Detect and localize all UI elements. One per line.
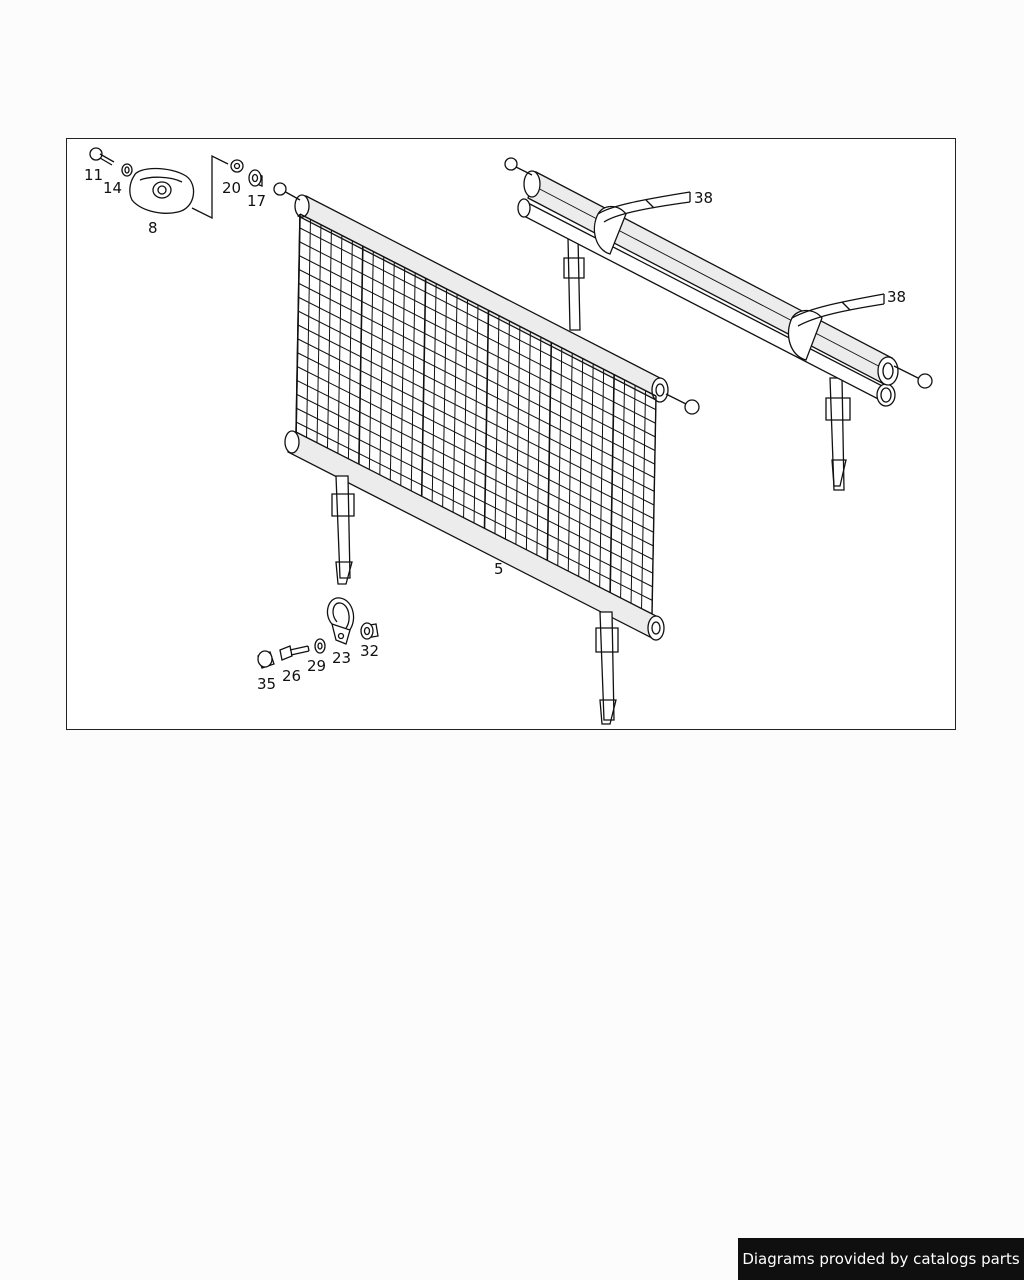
- mounting-hardware-bottom: [257, 597, 379, 669]
- callout-35: 35: [257, 675, 276, 693]
- callout-labels: 11 14 8 20 17 38 38 5 23 32 35 26 29: [84, 166, 906, 693]
- part-17-bushing: [248, 169, 263, 187]
- part-8-mount: [129, 167, 195, 214]
- callout-29: 29: [307, 657, 326, 675]
- callout-26: 26: [282, 667, 301, 685]
- part-35-cap: [257, 650, 275, 669]
- rear-right-strap: [825, 377, 851, 491]
- rolled-cargo-net: [504, 157, 933, 491]
- rear-left-strap: [563, 237, 585, 331]
- parts-diagram-frame: [66, 138, 956, 730]
- part-bracket-line: [191, 154, 229, 220]
- callout-8: 8: [148, 219, 158, 237]
- front-right-strap: [595, 611, 619, 725]
- callout-38-lower: 38: [887, 288, 906, 306]
- cargo-net-mesh: [295, 213, 657, 615]
- callout-32: 32: [360, 642, 379, 660]
- callout-5: 5: [494, 560, 504, 578]
- callout-20: 20: [222, 179, 241, 197]
- part-20-washer: [230, 159, 244, 173]
- diagram-credit: Diagrams provided by catalogs parts: [738, 1238, 1024, 1280]
- callout-14: 14: [103, 179, 122, 197]
- callout-23: 23: [332, 649, 351, 667]
- retaining-strap-upper: [593, 191, 691, 255]
- retaining-strap-lower: [787, 293, 885, 361]
- callout-11: 11: [84, 166, 103, 184]
- callout-17: 17: [247, 192, 266, 210]
- mounting-hardware-top: [89, 147, 263, 220]
- part-11-bolt: [89, 147, 115, 166]
- callout-38-upper: 38: [694, 189, 713, 207]
- part-23-d-ring: [326, 597, 355, 645]
- cargo-net-assembly: [273, 182, 700, 725]
- part-26-bolt: [279, 645, 310, 661]
- part-32-spacer: [360, 622, 379, 640]
- front-left-strap: [331, 475, 355, 585]
- part-14-washer: [121, 163, 133, 177]
- part-29-washer: [314, 638, 326, 654]
- parts-diagram: 11 14 8 20 17 38 38 5 23 32 35 26 29: [84, 147, 933, 725]
